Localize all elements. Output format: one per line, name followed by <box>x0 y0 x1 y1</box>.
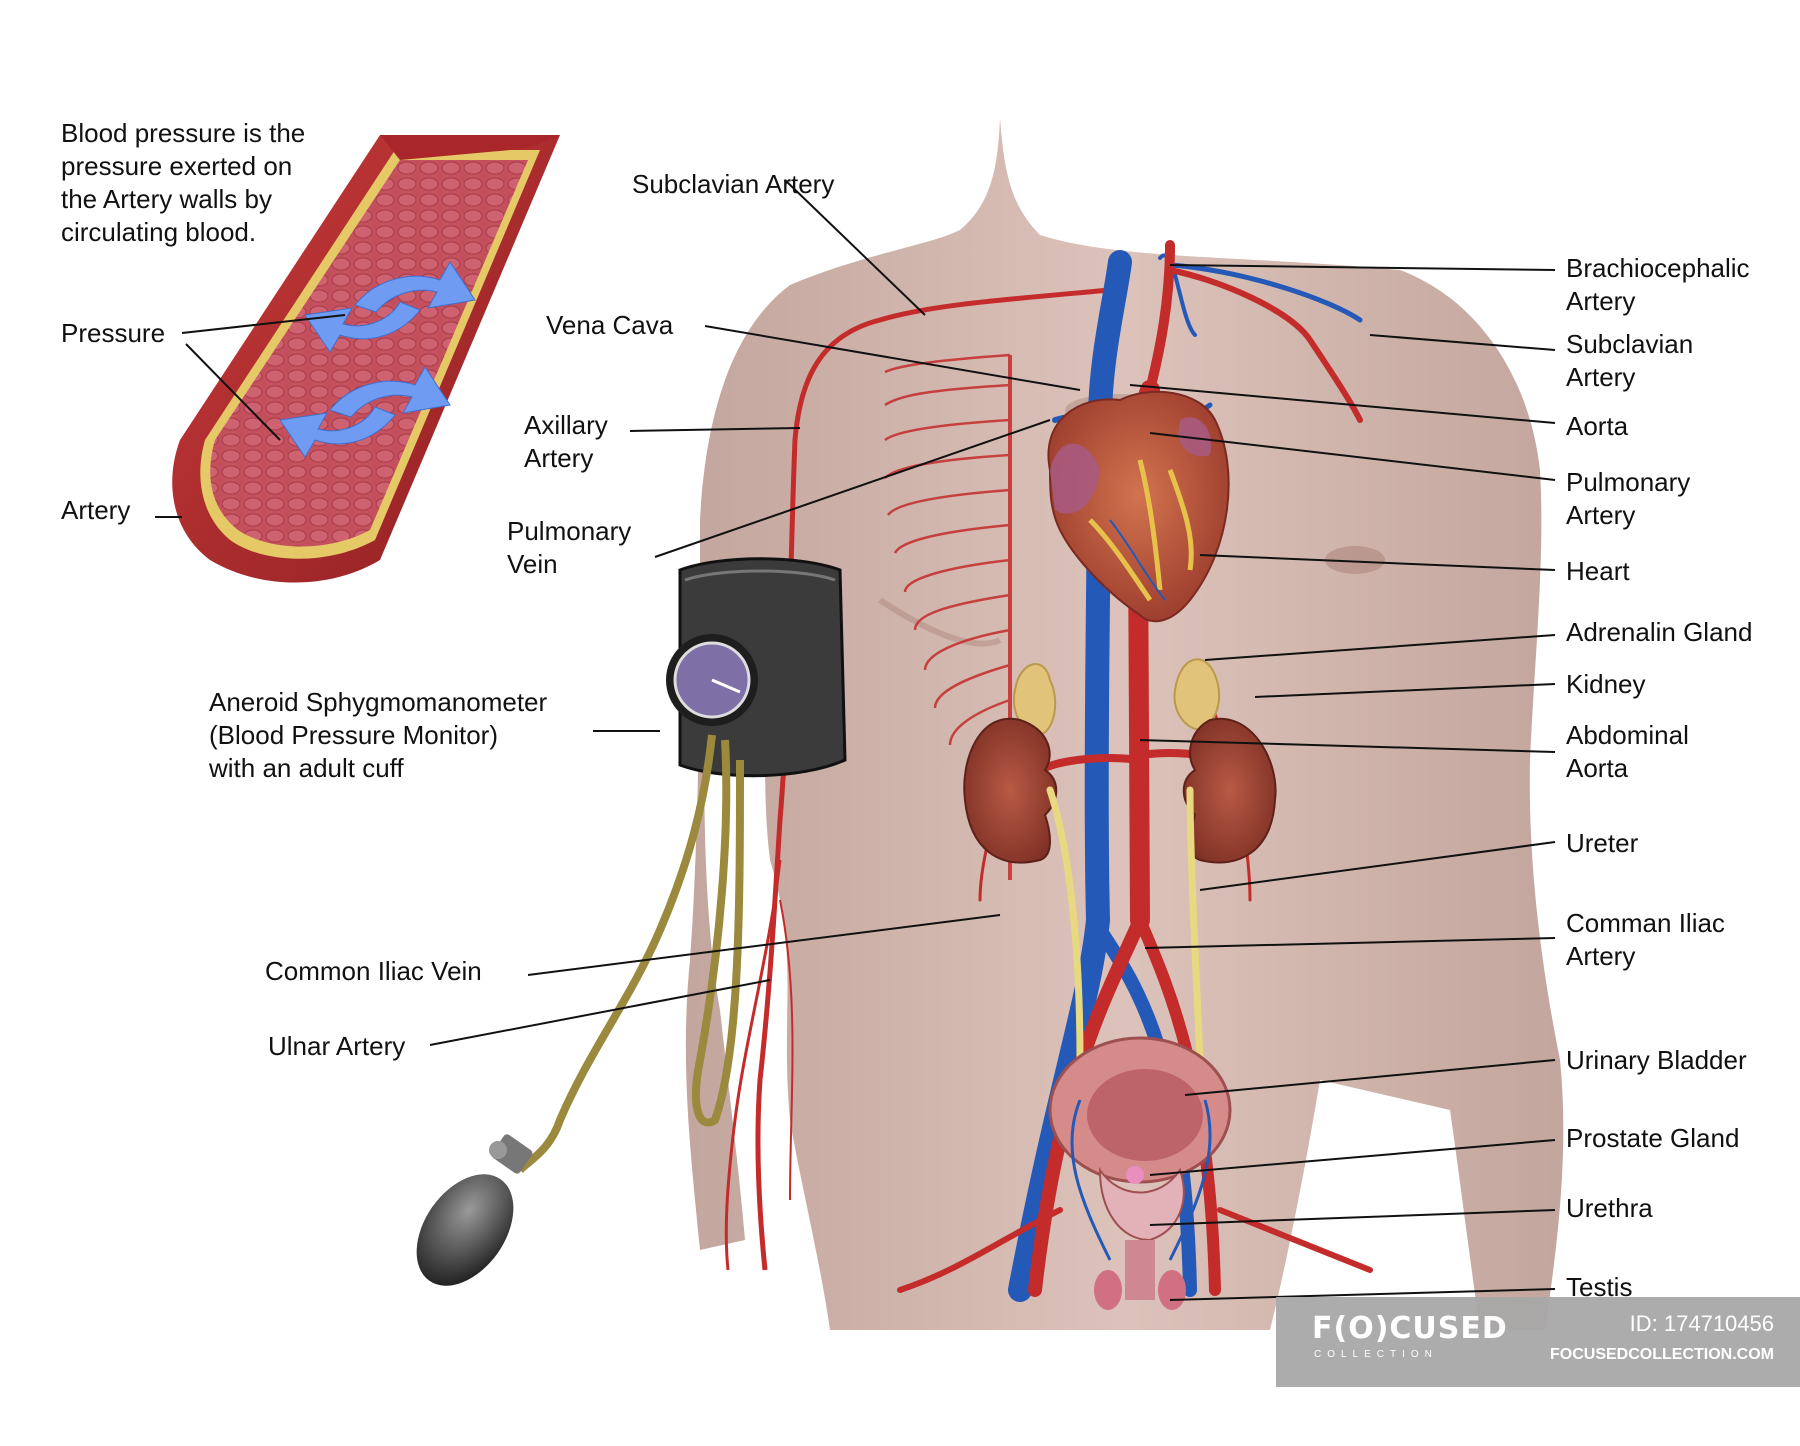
label-vena-cava: Vena Cava <box>546 310 674 340</box>
label-artery: Artery <box>61 495 131 525</box>
label-line: Artery <box>1566 941 1636 971</box>
watermark-logo: F(O)CUSED <box>1312 1311 1508 1346</box>
label-heart: Heart <box>1566 556 1630 586</box>
label-adrenalin-gland: Adrenalin Gland <box>1566 617 1753 647</box>
leader-lines <box>155 179 1556 1301</box>
label-line: Subclavian <box>1566 329 1694 359</box>
artery-cutaway <box>172 135 560 583</box>
intro-text: Blood pressure is the pressure exerted o… <box>61 117 391 249</box>
intro-line: Blood pressure is the <box>61 118 306 148</box>
label-aorta: Aorta <box>1566 411 1629 441</box>
label-line: Brachiocephalic <box>1566 253 1750 283</box>
intro-line: circulating blood. <box>61 217 257 247</box>
label-urinary-bladder: Urinary Bladder <box>1566 1045 1747 1075</box>
ureters <box>1046 786 1204 1064</box>
label-line: Axillary <box>524 410 608 440</box>
label-common-iliac-vein: Common Iliac Vein <box>265 956 482 986</box>
label-subclavian-artery-left: Subclavian Artery <box>632 169 835 199</box>
label-subclavian-artery-right: Subclavian Artery <box>1566 328 1693 394</box>
label-line: Comman Iliac <box>1566 908 1725 938</box>
label-line: Abdominal <box>1566 720 1689 750</box>
blood-pressure-cuff <box>416 557 847 1286</box>
label-brachiocephalic-artery: Brachiocephalic Artery <box>1566 252 1750 318</box>
label-kidney: Kidney <box>1566 669 1646 699</box>
watermark-id: ID: 174710456 <box>1629 1311 1774 1336</box>
label-pulmonary-artery: Pulmonary Artery <box>1566 466 1690 532</box>
label-prostate-gland: Prostate Gland <box>1566 1123 1740 1153</box>
intro-line: the Artery walls by <box>61 184 272 214</box>
label-line: Vein <box>507 549 558 579</box>
label-urethra: Urethra <box>1566 1193 1653 1223</box>
label-line: Aneroid Sphygmomanometer <box>209 687 548 717</box>
pelvic-organs <box>1048 1036 1232 1310</box>
intro-line: pressure exerted on <box>61 151 293 181</box>
watermark-logo-sub: COLLECTION <box>1314 1349 1438 1360</box>
label-line: Artery <box>1566 500 1636 530</box>
label-line: Aorta <box>1566 753 1629 783</box>
heart <box>1047 390 1230 623</box>
label-line: Artery <box>524 443 594 473</box>
label-line: Artery <box>1566 286 1636 316</box>
watermark-stamp: F(O)CUSED COLLECTION ID: 174710456 FOCUS… <box>1276 1297 1800 1387</box>
label-line: Artery <box>1566 362 1636 392</box>
label-line: Pulmonary <box>507 516 632 546</box>
label-axillary-artery: Axillary Artery <box>524 409 608 475</box>
label-ulnar-artery: Ulnar Artery <box>268 1031 406 1061</box>
watermark-site: FOCUSEDCOLLECTION.COM <box>1550 1346 1774 1363</box>
label-pulmonary-vein: Pulmonary Vein <box>507 515 631 581</box>
label-line: Pulmonary <box>1566 467 1691 497</box>
label-ureter: Ureter <box>1566 828 1639 858</box>
label-sphygmomanometer: Aneroid Sphygmomanometer (Blood Pressure… <box>209 686 547 785</box>
label-common-iliac-artery: Comman Iliac Artery <box>1566 907 1725 973</box>
label-line: with an adult cuff <box>209 753 404 783</box>
label-pressure: Pressure <box>61 318 166 348</box>
kidneys <box>963 717 1277 864</box>
label-abdominal-aorta: Abdominal Aorta <box>1566 719 1689 785</box>
label-line: (Blood Pressure Monitor) <box>209 720 498 750</box>
pressure-arrows <box>279 261 476 458</box>
